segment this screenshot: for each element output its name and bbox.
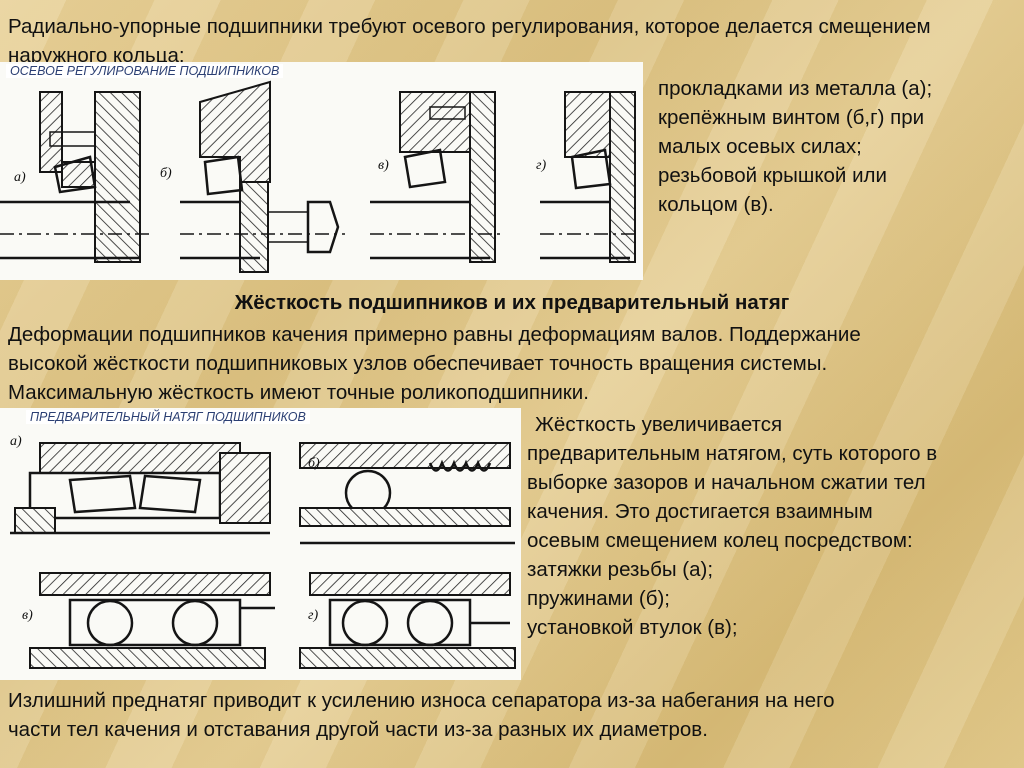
method-line: малых осевых силах; bbox=[658, 135, 862, 158]
preload-a-drawing bbox=[10, 442, 271, 535]
variant-v-drawing bbox=[370, 91, 500, 263]
variant-a-drawing bbox=[0, 91, 150, 263]
preload-v-drawing bbox=[29, 572, 275, 669]
figure2-label-v: в) bbox=[22, 608, 33, 623]
preload-drawing bbox=[10, 442, 516, 669]
figure1-label-b: б) bbox=[160, 166, 172, 181]
preload-line: предварительным натягом, суть которого в bbox=[527, 442, 938, 465]
paragraph-line: Деформации подшипников качения примерно … bbox=[8, 323, 861, 346]
method-line: крепёжным винтом (б,г) при bbox=[658, 106, 925, 129]
stiffness-paragraph: Деформации подшипников качения примерно … bbox=[8, 320, 1018, 407]
paragraph-line: высокой жёсткости подшипниковых узлов об… bbox=[8, 352, 828, 375]
method-line: прокладками из металла (а); bbox=[658, 77, 933, 100]
preload-line: пружинами (б); bbox=[527, 587, 670, 610]
methods-list: прокладками из металла (а); крепёжным ви… bbox=[658, 74, 1018, 219]
figure1-label-a: а) bbox=[14, 170, 26, 185]
section-heading: Жёсткость подшипников и их предварительн… bbox=[234, 291, 790, 314]
conclusion-line: Излишний преднатяг приводит к усилению и… bbox=[8, 689, 835, 712]
figure-caption: ПРЕДВАРИТЕЛЬНЫЙ НАТЯГ ПОДШИПНИКОВ bbox=[26, 410, 310, 424]
figure2-label-g: г) bbox=[308, 608, 319, 623]
preload-line: затяжки резьбы (а); bbox=[527, 558, 714, 581]
figure1-label-v: в) bbox=[378, 158, 389, 173]
figure2-label-a: а) bbox=[10, 434, 22, 449]
figure2-label-b: б) bbox=[308, 456, 320, 471]
preload-b-drawing bbox=[299, 442, 515, 545]
method-line: кольцом (в). bbox=[658, 193, 774, 216]
intro-text: Радиально-упорные подшипники требуют осе… bbox=[8, 15, 931, 67]
preload-line: качения. Это достигается взаимным bbox=[527, 500, 873, 523]
conclusion-text: Излишний преднатяг приводит к усилению и… bbox=[8, 686, 1018, 744]
axial-adjustment-drawing bbox=[0, 80, 640, 273]
preload-line: осевым смещением колец посредством: bbox=[527, 529, 913, 552]
preload-line: установкой втулок (в); bbox=[527, 616, 738, 639]
figure-axial-adjustment: ОСЕВОЕ РЕГУЛИРОВАНИЕ ПОДШИПНИКОВ bbox=[0, 62, 643, 280]
preload-line: Жёсткость увеличивается bbox=[535, 413, 783, 436]
method-line: резьбовой крышкой или bbox=[658, 164, 887, 187]
variant-b-drawing bbox=[180, 80, 345, 273]
paragraph-line: Максимальную жёсткость имеют точные роли… bbox=[8, 381, 589, 404]
figure-preload: ПРЕДВАРИТЕЛЬНЫЙ НАТЯГ ПОДШИПНИКОВ bbox=[0, 408, 521, 680]
preload-text: Жёсткость увеличивается предварительным … bbox=[527, 410, 1017, 642]
variant-g-drawing bbox=[540, 91, 640, 263]
preload-line: выборке зазоров и начальном сжатии тел bbox=[527, 471, 926, 494]
figure-caption: ОСЕВОЕ РЕГУЛИРОВАНИЕ ПОДШИПНИКОВ bbox=[6, 64, 284, 78]
conclusion-line: части тел качения и отставания другой ча… bbox=[8, 718, 708, 741]
preload-g-drawing bbox=[299, 572, 516, 669]
figure1-label-g: г) bbox=[536, 158, 547, 173]
